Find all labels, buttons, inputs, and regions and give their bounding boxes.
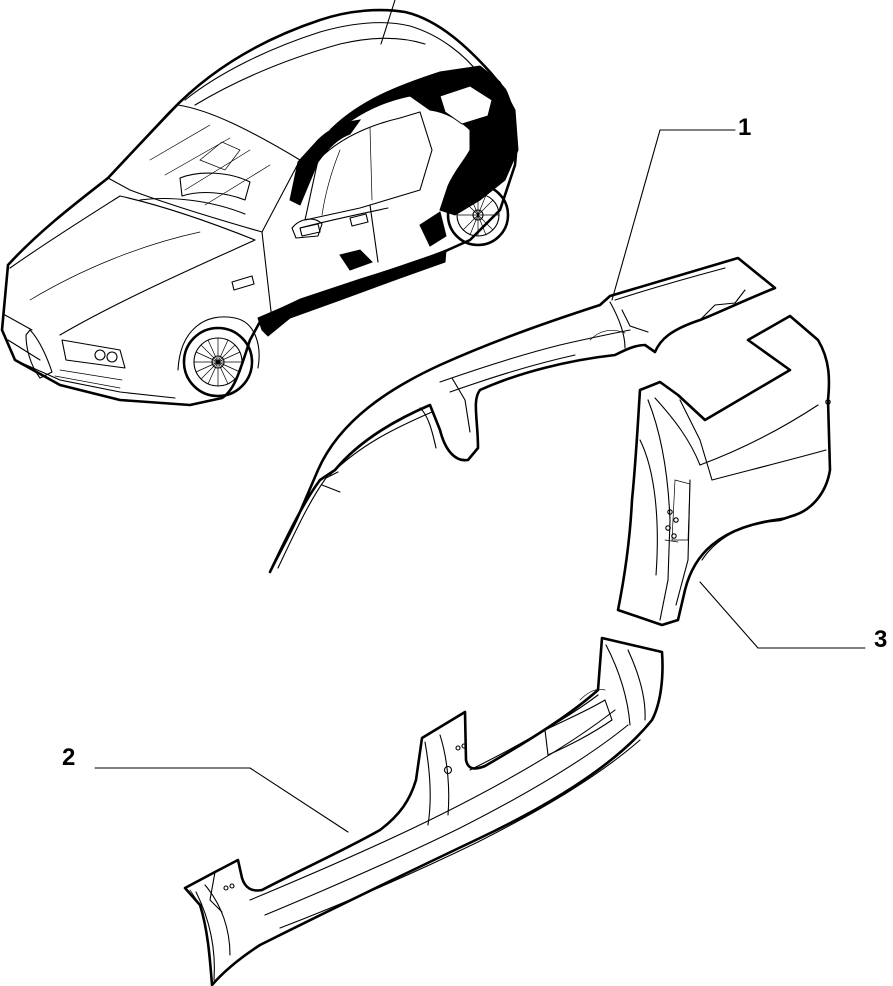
car-overview bbox=[0, 0, 519, 407]
leader-line-1 bbox=[611, 129, 736, 301]
callout-label-1: 1 bbox=[738, 114, 752, 141]
part-2-side-sill bbox=[183, 636, 664, 986]
part-3-rear-quarter-panel bbox=[616, 314, 832, 627]
part-1-upper-side-frame bbox=[268, 256, 777, 574]
callout-label-2: 2 bbox=[62, 744, 76, 771]
callout-label-3: 3 bbox=[874, 626, 888, 653]
leader-line-2 bbox=[94, 767, 349, 833]
leader-line-3 bbox=[699, 581, 866, 649]
